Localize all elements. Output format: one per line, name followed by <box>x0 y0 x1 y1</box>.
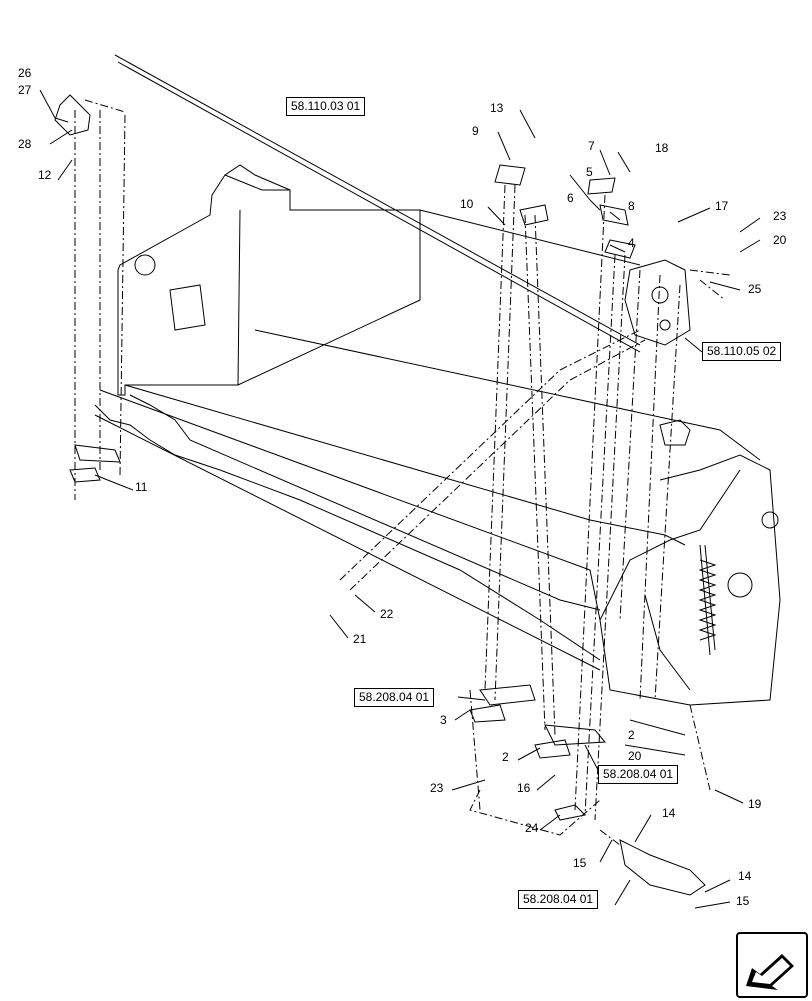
callout-9: 9 <box>472 124 479 138</box>
callout-18: 18 <box>655 141 669 155</box>
callout-12: 12 <box>38 168 52 182</box>
callout-4: 4 <box>628 236 635 250</box>
previous-page-button[interactable] <box>736 932 808 998</box>
ref-guard-c[interactable]: 58.208.04 01 <box>518 890 599 909</box>
callout-23a: 23 <box>773 209 787 223</box>
knife-drive-gearbox <box>624 259 691 346</box>
ref-cutterbar[interactable]: 58.110.03 01 <box>286 97 366 116</box>
arrow-left-nav-icon <box>746 954 794 990</box>
callout-22: 22 <box>380 607 394 621</box>
callout-11: 11 <box>135 480 148 494</box>
callout-14a: 14 <box>662 806 676 820</box>
callout-5: 5 <box>586 165 593 179</box>
callout-28: 28 <box>18 137 32 151</box>
callout-26: 26 <box>18 66 32 80</box>
ref-guard-b[interactable]: 58.208.04 01 <box>598 765 679 784</box>
callout-24: 19 <box>748 797 762 811</box>
callout-6: 6 <box>567 191 574 205</box>
callout-20b: 2 <box>628 728 635 742</box>
callout-23b: 20 <box>628 749 642 763</box>
callout-1: 24 <box>525 821 539 835</box>
callout-13: 13 <box>490 101 504 115</box>
callout-20a: 20 <box>773 233 787 247</box>
callout-3: 3 <box>440 713 447 727</box>
callout-10: 10 <box>460 197 474 211</box>
callout-8: 8 <box>628 199 635 213</box>
callout-14b: 14 <box>738 869 752 883</box>
cutterbar-sections <box>94 404 601 671</box>
callout-7: 7 <box>588 139 595 153</box>
callout-15a: 15 <box>573 856 587 870</box>
callout-25: 25 <box>748 282 762 296</box>
callout-16: 23 <box>430 781 444 795</box>
explosion-lines <box>74 99 731 846</box>
ref-gearbox[interactable]: 58.110.05 02 <box>702 342 782 361</box>
callout-21: 21 <box>353 632 367 646</box>
callout-2-label: 2 <box>502 750 509 764</box>
callout-19: 16 <box>517 781 531 795</box>
spring <box>698 559 717 641</box>
ref-guard-a[interactable]: 58.208.04 01 <box>354 688 435 707</box>
knife-bar <box>114 54 641 353</box>
leader-lines <box>39 89 761 909</box>
callout-15b: 15 <box>736 894 750 908</box>
callout-27: 27 <box>18 83 32 97</box>
callout-17: 17 <box>715 199 729 213</box>
